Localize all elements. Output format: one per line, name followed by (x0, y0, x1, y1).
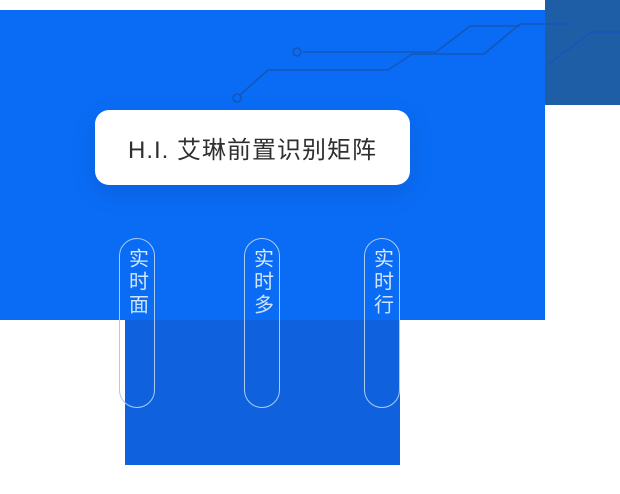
feature-pill-multi: 实时多 (244, 238, 280, 408)
feature-pill-label: 实时行 (370, 248, 393, 317)
feature-pill-label: 实时面 (125, 248, 148, 317)
feature-pill-behavior: 实时行 (364, 238, 400, 408)
page-title: H.I. 艾琳前置识别矩阵 (127, 137, 377, 164)
title-card: H.I. 艾琳前置识别矩阵 (95, 110, 410, 185)
feature-pill-label: 实时多 (250, 248, 273, 317)
feature-pill-face: 实时面 (119, 238, 155, 408)
deep-blue-panel (545, 0, 620, 105)
